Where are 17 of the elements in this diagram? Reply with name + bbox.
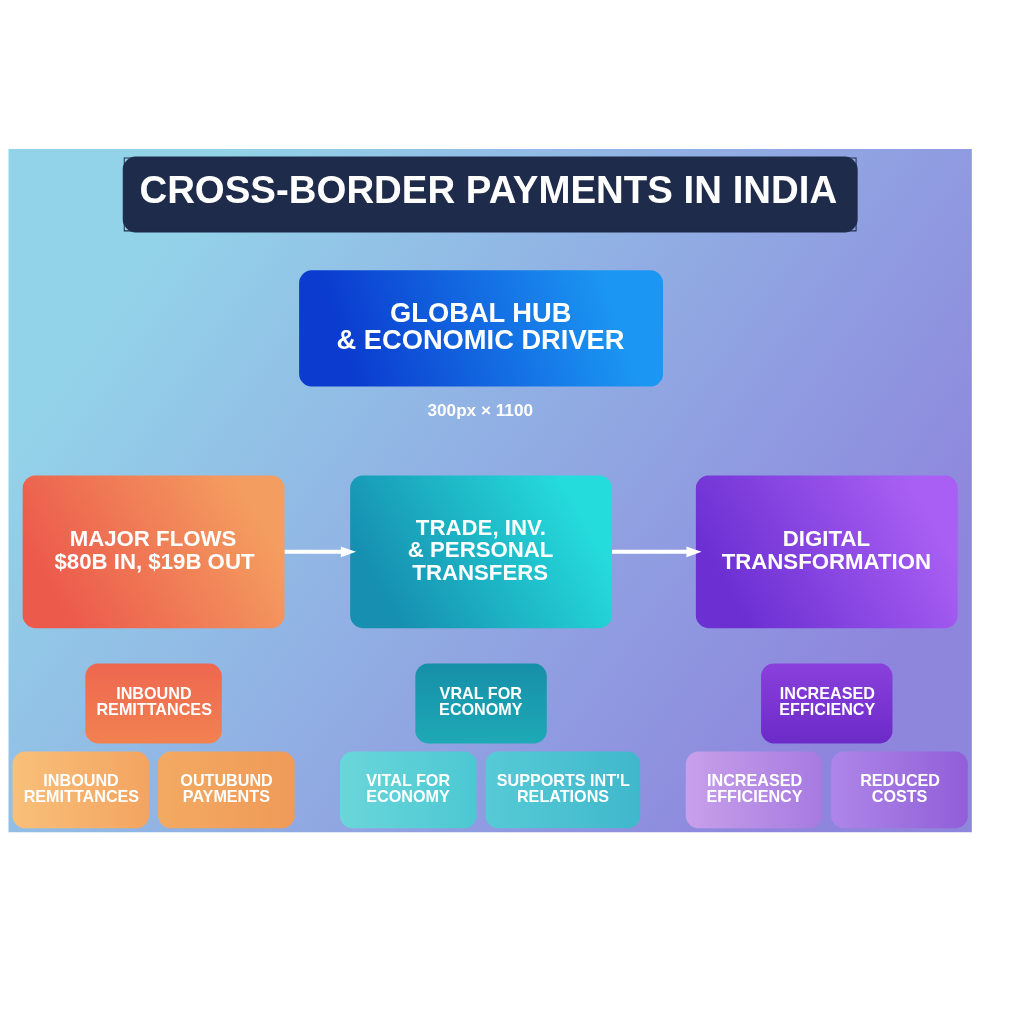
node-box: INBOUND REMITTANCES	[85, 663, 222, 743]
node-box: VITAL FOR ECONOMY	[340, 750, 477, 828]
node-box: VRAL FOR ECONOMY	[415, 663, 547, 743]
diagram-title: CROSS-BORDER PAYMENTS IN INDIA	[139, 167, 838, 211]
node-box: INCREASED EFFICIENCY	[761, 663, 893, 743]
node-label: 300px × 1100	[427, 399, 534, 420]
node-box: INBOUND REMITTANCES	[12, 750, 149, 828]
node-box: DIGITAL TRANSFORMATION	[695, 475, 958, 628]
arrow	[612, 546, 702, 557]
arrow	[284, 546, 356, 557]
node-box: MAJOR FLOWS $80B IN, $19B OUT	[22, 475, 285, 628]
node-box: REDUCED COSTS	[831, 750, 968, 828]
node-box: GLOBAL HUB & ECONOMIC DRIVER	[299, 269, 663, 387]
node-box: OUTUBUND PAYMENTS	[158, 750, 295, 828]
node-box: TRADE, INV. & PERSONAL TRANSFERS	[350, 475, 612, 628]
node-box: SUPPORTS INT'L RELATIONS	[485, 750, 641, 828]
node-box: INCREASED EFFICIENCY	[685, 750, 823, 828]
